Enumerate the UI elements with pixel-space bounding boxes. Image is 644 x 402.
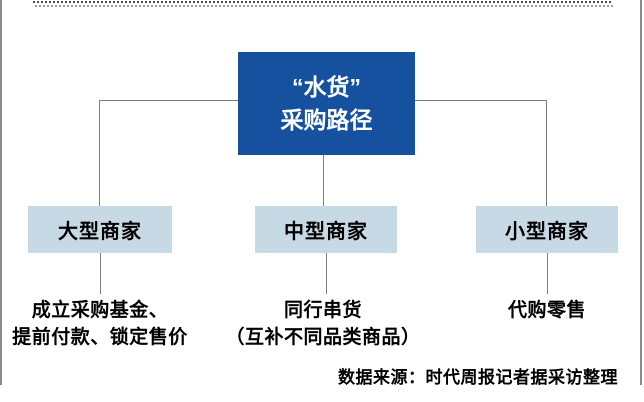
detail-line: 同行串货	[283, 300, 362, 321]
stub-line-right	[547, 253, 548, 294]
branch-node-small-merchant: 小型商家	[476, 206, 618, 253]
branch-detail-small-merchant: 代购零售	[447, 297, 644, 324]
detail-line: 代购零售	[507, 300, 586, 321]
source-note: 数据来源：时代周报记者据采访整理	[338, 368, 618, 387]
stub-line-middle	[326, 253, 327, 294]
dotted-rule-top	[33, 0, 613, 8]
branch-node-medium-merchant: 中型商家	[255, 206, 397, 253]
connector-vertical-middle	[323, 154, 324, 206]
branch-label: 中型商家	[284, 221, 368, 243]
right-border-rule	[640, 0, 642, 385]
connector-vertical-right	[546, 100, 547, 206]
branch-label: 大型商家	[58, 221, 142, 243]
root-title-line1: “水货”	[292, 73, 361, 100]
connector-vertical-left	[99, 100, 100, 206]
detail-line: 提前付款、锁定售价	[12, 327, 188, 348]
branch-label: 小型商家	[505, 221, 589, 243]
stub-line-left	[100, 253, 101, 294]
left-border-rule	[0, 0, 2, 385]
root-node: “水货” 采购路径	[238, 52, 415, 155]
branch-node-large-merchant: 大型商家	[28, 206, 172, 253]
detail-line: 成立采购基金、	[31, 300, 169, 321]
branch-detail-medium-merchant: 同行串货 （互补不同品类商品）	[223, 297, 423, 351]
detail-line: （互补不同品类商品）	[225, 327, 421, 348]
branch-detail-large-merchant: 成立采购基金、 提前付款、锁定售价	[0, 297, 200, 351]
root-title-line2: 采购路径	[280, 106, 373, 133]
